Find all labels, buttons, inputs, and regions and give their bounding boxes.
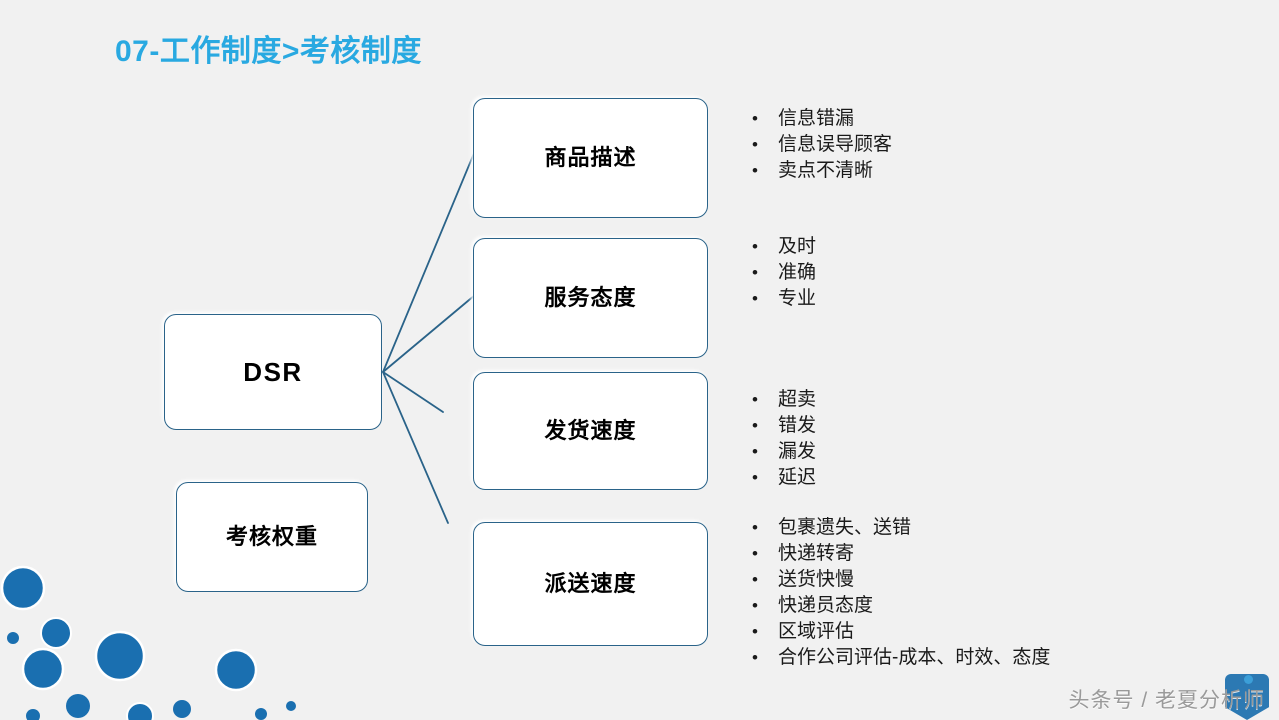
list-item: • 专业 — [752, 286, 816, 312]
list-item: • 区域评估 — [752, 619, 1050, 645]
bullet-list-product-description: • 信息错漏 • 信息误导顾客 • 卖点不清晰 — [752, 106, 892, 184]
list-item: • 准确 — [752, 260, 816, 286]
bullet-marker-icon: • — [752, 570, 758, 589]
bullet-marker-icon: • — [752, 622, 758, 641]
node-shipping-speed[interactable]: 发货速度 — [473, 372, 708, 490]
node-dsr[interactable]: DSR — [164, 314, 382, 430]
list-item: • 送货快慢 — [752, 567, 1050, 593]
bullet-marker-icon: • — [752, 648, 758, 667]
watermark-badge-dot-icon — [1244, 675, 1253, 684]
page-title: 07-工作制度>考核制度 — [115, 35, 422, 68]
node-service-attitude[interactable]: 服务态度 — [473, 238, 708, 358]
node-assessment-weight[interactable]: 考核权重 — [176, 482, 368, 592]
node-delivery-speed-label: 派送速度 — [544, 571, 637, 596]
node-shipping-speed-label: 发货速度 — [544, 418, 637, 443]
list-item-label: 漏发 — [778, 441, 817, 462]
list-item-label: 错发 — [778, 415, 817, 436]
bullet-list-service-attitude: • 及时 • 准确 • 专业 — [752, 234, 816, 312]
list-item: • 信息错漏 — [752, 106, 892, 132]
list-item-label: 信息误导顾客 — [778, 134, 893, 155]
list-item: • 错发 — [752, 413, 816, 439]
list-item-label: 快递转寄 — [778, 543, 855, 564]
list-item-label: 送货快慢 — [778, 569, 855, 590]
bullet-marker-icon: • — [752, 390, 758, 409]
node-assessment-weight-label: 考核权重 — [225, 524, 318, 549]
bullet-marker-icon: • — [752, 237, 758, 256]
bullet-marker-icon: • — [752, 135, 758, 154]
node-product-description[interactable]: 商品描述 — [473, 98, 708, 218]
bullet-list-delivery-speed: • 包裹遗失、送错 • 快递转寄 • 送货快慢 • 快递员态度 • 区域评估 •… — [752, 515, 1050, 671]
node-delivery-speed[interactable]: 派送速度 — [473, 522, 708, 646]
connector-to-服务态度 — [382, 289, 482, 373]
bullet-marker-icon: • — [752, 518, 758, 537]
list-item: • 超卖 — [752, 387, 816, 413]
bullet-marker-icon: • — [752, 161, 758, 180]
bullet-list-shipping-speed: • 超卖 • 错发 • 漏发 • 延迟 — [752, 387, 816, 491]
list-item: • 卖点不清晰 — [752, 158, 892, 184]
list-item: • 快递转寄 — [752, 541, 1050, 567]
list-item: • 合作公司评估-成本、时效、态度 — [752, 645, 1050, 671]
list-item: • 漏发 — [752, 439, 816, 465]
list-item-label: 延迟 — [778, 467, 817, 488]
list-item-label: 专业 — [778, 288, 817, 309]
list-item-label: 合作公司评估-成本、时效、态度 — [778, 647, 1051, 668]
list-item: • 信息误导顾客 — [752, 132, 892, 158]
connector-to-商品描述 — [382, 121, 488, 373]
list-item-label: 信息错漏 — [778, 108, 855, 129]
bullet-marker-icon: • — [752, 263, 758, 282]
list-item: • 延迟 — [752, 465, 816, 491]
list-item-label: 准确 — [778, 262, 817, 283]
list-item-label: 卖点不清晰 — [778, 160, 874, 181]
node-product-description-label: 商品描述 — [544, 145, 637, 170]
list-item-label: 包裹遗失、送错 — [778, 517, 912, 538]
list-item: • 及时 — [752, 234, 816, 260]
list-item: • 快递员态度 — [752, 593, 1050, 619]
connector-to-派送速度 — [382, 371, 449, 524]
bullet-marker-icon: • — [752, 416, 758, 435]
bullet-marker-icon: • — [752, 442, 758, 461]
list-item-label: 超卖 — [778, 389, 817, 410]
list-item-label: 及时 — [778, 236, 817, 257]
bullet-marker-icon: • — [752, 468, 758, 487]
list-item: • 包裹遗失、送错 — [752, 515, 1050, 541]
node-service-attitude-label: 服务态度 — [544, 285, 637, 310]
watermark-text: 头条号 / 老夏分析师 — [1068, 689, 1265, 712]
bullet-marker-icon: • — [752, 289, 758, 308]
connector-to-发货速度 — [382, 371, 444, 413]
bullet-marker-icon: • — [752, 544, 758, 563]
list-item-label: 快递员态度 — [778, 595, 874, 616]
list-item-label: 区域评估 — [778, 621, 855, 642]
bullet-marker-icon: • — [752, 109, 758, 128]
bullet-marker-icon: • — [752, 596, 758, 615]
node-dsr-label: DSR — [243, 357, 303, 387]
